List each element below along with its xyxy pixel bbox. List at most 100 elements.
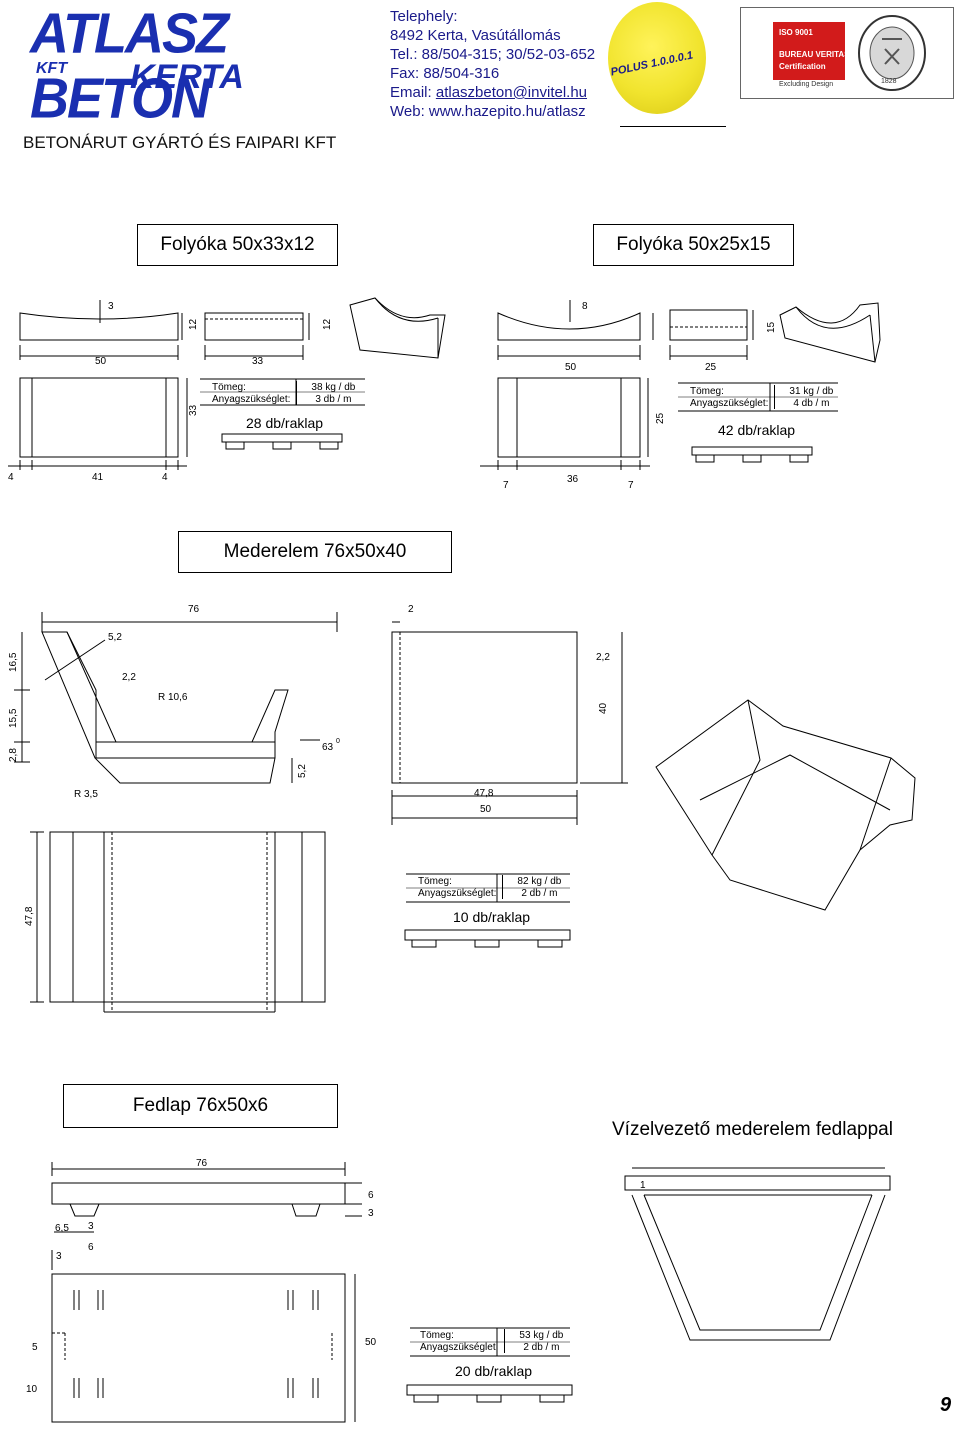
dim-p3-76: 76: [188, 604, 200, 615]
fedlap-top-view: [51, 1273, 356, 1423]
cert-certification: Certification: [779, 62, 826, 71]
dim-p2-25h: 25: [705, 362, 717, 373]
dim-p1-4a: 4: [8, 472, 14, 483]
contact-block: Telephely: 8492 Kerta, Vasútállomás Tel.…: [390, 7, 595, 121]
dim-p4-3a: 3: [368, 1208, 374, 1219]
dim-p3-22b: 2,2: [596, 652, 610, 663]
folyoka-2-cross-section: [497, 300, 654, 360]
pallet-mederelem: 10 db/raklap: [453, 909, 531, 925]
need-value: 2 db / m: [502, 887, 576, 899]
header-divider: [620, 126, 726, 127]
dim-p4-6a: 6: [368, 1190, 374, 1201]
product-title-vizelvezeto: Vízelvezető mederelem fedlappal: [612, 1119, 893, 1140]
contact-web: Web: www.hazepito.hu/atlasz: [390, 103, 586, 120]
dim-p3-52a: 5,2: [108, 632, 122, 643]
dim-p3-28: 2,8: [8, 748, 19, 762]
dim-p3-2: 2: [408, 604, 414, 615]
logo-sub-right: KERTA: [130, 58, 244, 96]
folyoka-2-side-view: [669, 309, 754, 360]
dim-p3-r35: R 3,5: [74, 789, 98, 800]
cert-bv: BUREAU VERITAS: [779, 50, 850, 59]
need-value: 3 db / m: [296, 393, 370, 405]
product-title-folyoka-1: Folyóka 50x33x12: [137, 224, 338, 266]
page-number: 9: [940, 1394, 952, 1416]
dim-p3-478h: 47,8: [474, 788, 494, 799]
product-title-mederelem: Mederelem 76x50x40: [178, 531, 452, 573]
contact-fax: Fax: 88/504-316: [390, 65, 500, 82]
mass-label: Tömeg:: [690, 385, 724, 397]
product-title-fedlap: Fedlap 76x50x6: [63, 1084, 338, 1128]
dim-p1-12a: 12: [188, 318, 199, 330]
contact-address: 8492 Kerta, Vasútállomás: [390, 27, 561, 44]
dim-p4-50: 50: [365, 1337, 377, 1348]
need-label: Anyagszükséglet:: [418, 887, 497, 899]
cert-red-panel: [773, 22, 845, 80]
logo-name: ATLASZ BETON: [30, 1, 229, 131]
pallet-folyoka-2: 42 db/raklap: [718, 422, 796, 438]
cert-iso: ISO 9001: [779, 28, 813, 37]
dim-p1-33h: 33: [252, 356, 264, 367]
pallet-folyoka-1: 28 db/raklap: [246, 415, 324, 431]
dim-p2-8: 8: [582, 301, 588, 312]
need-value: 2 db / m: [504, 1341, 578, 1353]
spec-folyoka-2: Tömeg: 31 kg / db Anyagszükséglet: 4 db …: [684, 385, 848, 409]
dim-p3-478v: 47,8: [24, 906, 35, 926]
fedlap-cross-section: [51, 1162, 362, 1270]
dim-p3-63: 63: [322, 742, 334, 753]
spec-mederelem: Tömeg: 82 kg / db Anyagszükséglet: 2 db …: [412, 875, 576, 899]
dim-p4-5: 5: [32, 1342, 38, 1353]
cert-year: 1828: [881, 78, 897, 85]
dim-p3-deg: 0: [336, 738, 340, 745]
dim-p4-6b: 6: [88, 1242, 94, 1253]
polus-logo: POLUS 1.0.0.0.1: [608, 2, 706, 114]
folyoka-1-side-view: [204, 312, 310, 360]
mederelem-side-view: [391, 621, 628, 825]
dim-p2-7a: 7: [503, 480, 509, 491]
product-title-folyoka-2: Folyóka 50x25x15: [593, 224, 794, 266]
dim-p1-50: 50: [95, 356, 107, 367]
dim-p4-3b: 3: [88, 1221, 94, 1232]
mass-value: 31 kg / db: [774, 385, 848, 397]
dim-p2-36: 36: [567, 474, 579, 485]
mederelem-3d-view: [655, 699, 916, 911]
need-label: Anyagszükséglet:: [690, 397, 769, 409]
dim-p1-41: 41: [92, 472, 104, 483]
folyoka-1-top-view: [8, 377, 188, 470]
spec-fedlap: Tömeg: 53 kg / db Anyagszükséglet: 2 db …: [414, 1329, 578, 1353]
dim-p4-10: 10: [26, 1384, 38, 1395]
certification-badge: ISO 9001 BUREAU VERITAS Certification Ex…: [740, 7, 954, 99]
folyoka-2-3d-view: [779, 302, 881, 363]
dim-p2-15: 15: [766, 321, 777, 333]
pallet-fedlap: 20 db/raklap: [455, 1363, 533, 1379]
dim-p3-155: 15,5: [8, 708, 19, 728]
dim-p3-40: 40: [598, 702, 609, 714]
dim-p3-165: 16,5: [8, 652, 19, 672]
logo-sub-left: KFT: [36, 60, 68, 77]
dim-p1-3: 3: [108, 301, 114, 312]
bureau-veritas-seal-icon: [858, 15, 926, 91]
dim-p1-33v: 33: [188, 404, 199, 416]
dim-p5-1: 1: [640, 1180, 646, 1191]
mass-value: 53 kg / db: [504, 1329, 578, 1341]
contact-email-link[interactable]: atlaszbeton@invitel.hu: [435, 84, 588, 101]
dim-p1-4b: 4: [162, 472, 168, 483]
need-value: 4 db / m: [774, 397, 848, 409]
mass-label: Tömeg:: [420, 1329, 454, 1341]
contact-email-label: Email:: [390, 84, 432, 101]
company-logo: ATLASZ BETON KFT KERTA: [26, 2, 366, 130]
mass-label: Tömeg:: [418, 875, 452, 887]
folyoka-1-cross-section: [19, 300, 183, 360]
mederelem-cross-section: [14, 612, 338, 784]
mederelem-pallet: [404, 873, 571, 948]
folyoka-1-3d-view: [349, 297, 446, 359]
dim-p2-50: 50: [565, 362, 577, 373]
dim-p4-3c: 3: [56, 1251, 62, 1262]
contact-email-row: Email: atlaszbeton@invitel.hu: [390, 83, 595, 102]
dim-p3-50: 50: [480, 804, 492, 815]
need-label: Anyagszükséglet:: [420, 1341, 499, 1353]
cert-excluding: Excluding Design: [779, 81, 834, 88]
dim-p3-22a: 2,2: [122, 672, 136, 683]
dim-p4-76: 76: [196, 1158, 208, 1169]
dim-p3-r106: R 10,6: [158, 692, 188, 703]
